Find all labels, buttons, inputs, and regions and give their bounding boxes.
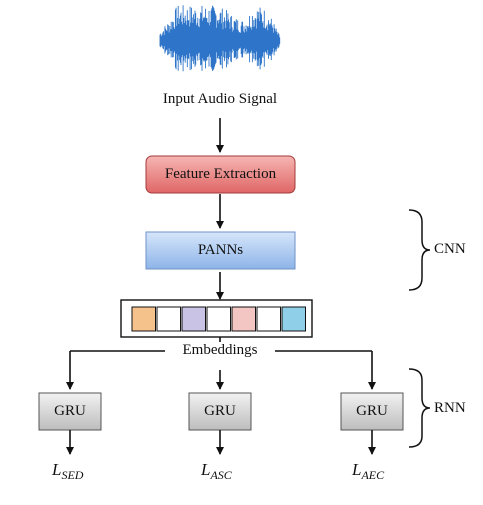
panns-box [145, 231, 296, 270]
loss-sed: LSED [52, 460, 84, 482]
panns-label: PANNs [197, 242, 244, 258]
embedding-cell [231, 306, 256, 332]
embedding-cell [131, 306, 156, 332]
cnn-brace [408, 209, 431, 291]
rnn-brace [408, 368, 431, 448]
gru-label-aec: GRU [356, 403, 388, 419]
embedding-cell [281, 306, 306, 332]
embedding-cell [156, 306, 181, 332]
embedding-cells [131, 306, 306, 332]
waveform-trace [159, 5, 281, 72]
loss-aec: LAEC [352, 460, 385, 482]
feature-extraction-box [145, 155, 296, 194]
embedding-cell [206, 306, 231, 332]
embedding-cell [181, 306, 206, 332]
embedding-cell [256, 306, 281, 332]
gru-box-sed [38, 392, 102, 431]
input-audio-label: Input Audio Signal [162, 91, 278, 107]
gru-label-sed: GRU [54, 403, 86, 419]
cnn-label: CNN [434, 241, 466, 257]
feature-extraction-label: Feature Extraction [164, 166, 277, 182]
gru-box-aec [340, 392, 404, 431]
gru-box-asc [188, 392, 252, 431]
audio-waveform-icon [159, 5, 281, 72]
embeddings-label: Embeddings [168, 343, 272, 358]
gru-label-asc: GRU [204, 403, 236, 419]
rnn-label: RNN [434, 400, 466, 416]
loss-asc: LASC [201, 460, 232, 482]
